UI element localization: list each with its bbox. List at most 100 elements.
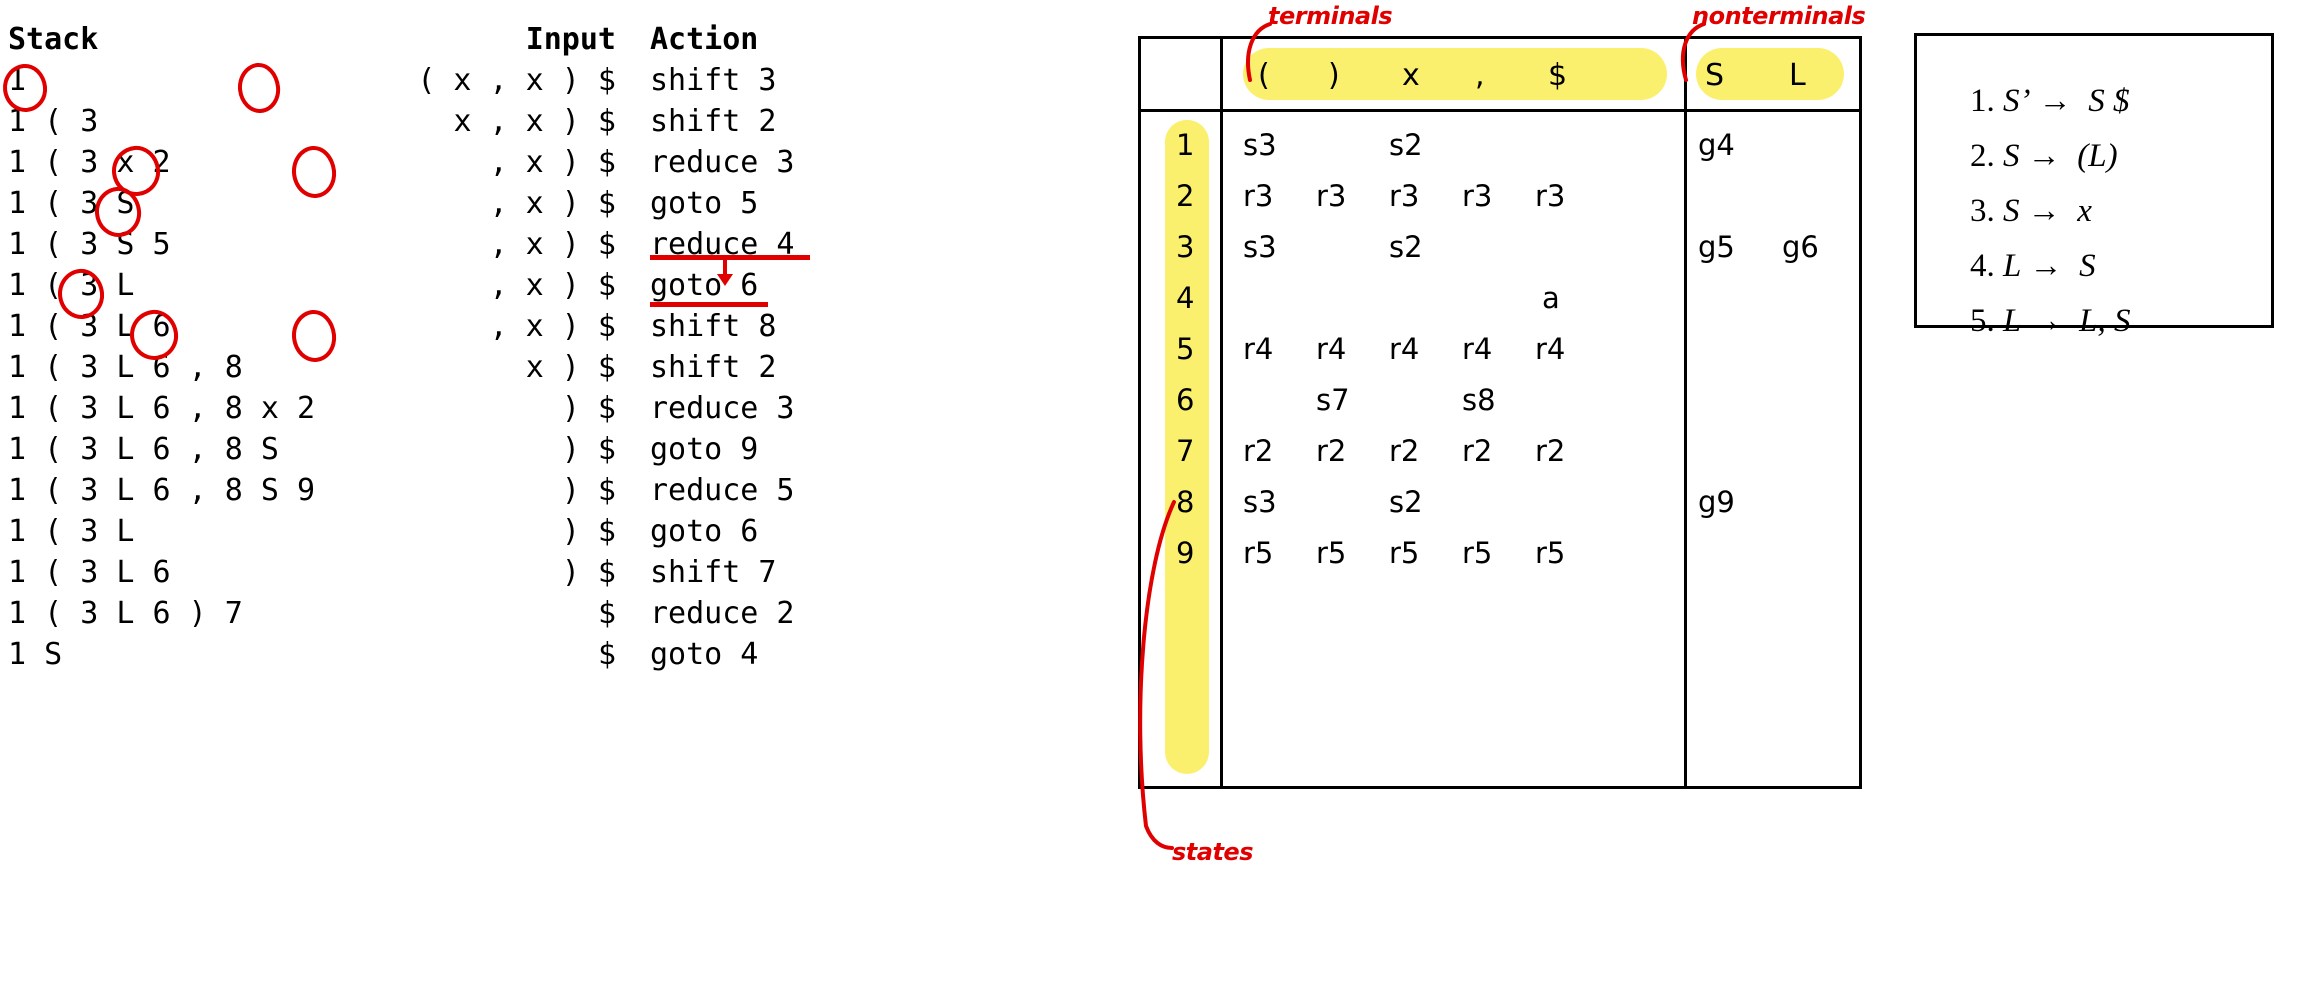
trace-stack: 1 ( 3 L 6 , 8 bbox=[8, 350, 243, 385]
grammar-rule-rhs: L, S bbox=[2079, 303, 2131, 339]
grammar-rule-rhs: S $ bbox=[2088, 83, 2130, 119]
grammar-rule-arrow: → bbox=[2029, 303, 2063, 339]
table-row: 1 ( 3 x 2 , x ) $ reduce 3 bbox=[0, 145, 1080, 186]
table-row: 1 S $ goto 4 bbox=[0, 637, 1080, 678]
trace-input: ) $ bbox=[561, 391, 616, 426]
grammar-rule-lhs: L bbox=[2003, 248, 2022, 284]
action-cell: r5 bbox=[1316, 536, 1347, 570]
action-cell-accept: a bbox=[1542, 281, 1560, 315]
trace-action: shift 3 bbox=[650, 63, 777, 98]
table-row: 1 ( 3 L 6 , 8 x ) $ shift 2 bbox=[0, 350, 1080, 391]
table-row: 1 ( 3 L 6 ) $ shift 7 bbox=[0, 555, 1080, 596]
state-label: 7 bbox=[1176, 434, 1195, 468]
action-cell: r2 bbox=[1462, 434, 1493, 468]
grammar-rule-number: 5. bbox=[1970, 303, 1995, 339]
trace-input: $ bbox=[597, 596, 616, 631]
trace-action: reduce 3 bbox=[650, 145, 795, 180]
state-label: 2 bbox=[1176, 179, 1195, 213]
action-cell: r4 bbox=[1316, 332, 1347, 366]
state-label: 6 bbox=[1176, 383, 1195, 417]
nonterminals-highlight bbox=[1696, 48, 1844, 100]
goto-cell: g4 bbox=[1698, 128, 1735, 162]
trace-action: goto 6 bbox=[650, 268, 759, 303]
action-goto-divider bbox=[1684, 36, 1687, 789]
trace-input: , x ) $ bbox=[489, 186, 616, 221]
table-row: 1 ( x , x ) $ shift 3 bbox=[0, 63, 1080, 104]
trace-input: ) $ bbox=[561, 514, 616, 549]
trace-stack: 1 ( 3 L 6 bbox=[8, 555, 171, 590]
table-row: 1 ( 3 L 6 ) 7 $ reduce 2 bbox=[0, 596, 1080, 637]
action-cell: r4 bbox=[1535, 332, 1566, 366]
trace-stack: 1 ( 3 L 6 ) 7 bbox=[8, 596, 243, 631]
action-cell: s3 bbox=[1243, 485, 1277, 519]
trace-input: , x ) $ bbox=[489, 268, 616, 303]
action-cell: s3 bbox=[1243, 230, 1277, 264]
state-label: 5 bbox=[1176, 332, 1195, 366]
table-row: 1 ( 3 L 6 , 8 S ) $ goto 9 bbox=[0, 432, 1080, 473]
grammar-rule: 1. S’ → S $ bbox=[1937, 46, 2130, 157]
state-label: 9 bbox=[1176, 536, 1195, 570]
action-cell: r4 bbox=[1462, 332, 1493, 366]
action-cell: s7 bbox=[1316, 383, 1350, 417]
grammar-rule-lhs: S’ bbox=[2003, 83, 2031, 119]
trace-input: ) $ bbox=[561, 473, 616, 508]
trace-action: reduce 5 bbox=[650, 473, 795, 508]
grammar-rule-number: 4. bbox=[1970, 248, 1995, 284]
grammar-rule-number: 1. bbox=[1970, 83, 1995, 119]
table-row: 1 ( 3 L 6 , 8 x 2 ) $ reduce 3 bbox=[0, 391, 1080, 432]
trace-stack: 1 ( 3 x 2 bbox=[8, 145, 171, 180]
table-row: 1 ( 3 x , x ) $ shift 2 bbox=[0, 104, 1080, 145]
action-cell: r5 bbox=[1243, 536, 1274, 570]
grammar-rule: 3. S → x bbox=[1937, 156, 2092, 267]
action-cell: r3 bbox=[1535, 179, 1566, 213]
trace-input: x ) $ bbox=[525, 350, 616, 385]
nonterminals-annotation: nonterminals bbox=[1692, 2, 1866, 30]
trace-action: shift 8 bbox=[650, 309, 777, 344]
grammar-rule-rhs: (L) bbox=[2077, 138, 2118, 174]
action-cell: s3 bbox=[1243, 128, 1277, 162]
parse-trace: Stack Input Action 1 ( x , x ) $ shift 3… bbox=[0, 0, 1080, 1000]
reduce-underline bbox=[650, 255, 810, 260]
grammar-rule-arrow: → bbox=[2027, 138, 2061, 174]
trace-input: ) $ bbox=[561, 432, 616, 467]
states-annotation: states bbox=[1172, 838, 1254, 866]
state-label: 4 bbox=[1176, 281, 1195, 315]
action-cell: r3 bbox=[1462, 179, 1493, 213]
action-cell: r5 bbox=[1462, 536, 1493, 570]
state-label: 3 bbox=[1176, 230, 1195, 264]
terminal-header-comma: , bbox=[1475, 58, 1485, 93]
trace-action: goto 4 bbox=[650, 637, 759, 672]
grammar-rule: 2. S → (L) bbox=[1937, 101, 2118, 212]
goto-cell: g5 bbox=[1698, 230, 1735, 264]
trace-input: ) $ bbox=[561, 555, 616, 590]
trace-action: shift 7 bbox=[650, 555, 777, 590]
trace-action: goto 9 bbox=[650, 432, 759, 467]
action-cell: r3 bbox=[1243, 179, 1274, 213]
action-cell: r2 bbox=[1316, 434, 1347, 468]
grammar-rule-number: 2. bbox=[1970, 138, 1995, 174]
action-cell: r2 bbox=[1535, 434, 1566, 468]
grammar-rule-arrow: → bbox=[2027, 193, 2061, 229]
grammar-rule: 4. L → S bbox=[1937, 211, 2096, 322]
action-cell: s8 bbox=[1462, 383, 1496, 417]
action-cell: r3 bbox=[1389, 179, 1420, 213]
grammar-rules-box: 1. S’ → S $ 2. S → (L) 3. S → x 4. L → S… bbox=[1914, 33, 2274, 339]
action-cell: r4 bbox=[1389, 332, 1420, 366]
action-cell: r2 bbox=[1389, 434, 1420, 468]
action-cell: r5 bbox=[1389, 536, 1420, 570]
nonterminal-header-l: L bbox=[1789, 58, 1806, 93]
goto-underline bbox=[650, 302, 768, 307]
trace-stack: 1 ( 3 L 6 , 8 S bbox=[8, 432, 279, 467]
goto-cell: g9 bbox=[1698, 485, 1735, 519]
trace-stack: 1 ( 3 S 5 bbox=[8, 227, 171, 262]
trace-action: reduce 3 bbox=[650, 391, 795, 426]
trace-header-input: Input bbox=[525, 22, 616, 57]
terminal-header-lparen: ( bbox=[1258, 58, 1270, 93]
grammar-rule-rhs: S bbox=[2079, 248, 2096, 284]
table-row: 1 ( 3 S , x ) $ goto 5 bbox=[0, 186, 1080, 227]
trace-stack: 1 ( 3 L bbox=[8, 268, 135, 303]
trace-action: goto 5 bbox=[650, 186, 759, 221]
table-row: 1 ( 3 S 5 , x ) $ reduce 4 bbox=[0, 227, 1080, 268]
trace-action: goto 6 bbox=[650, 514, 759, 549]
state-label: 8 bbox=[1176, 485, 1195, 519]
